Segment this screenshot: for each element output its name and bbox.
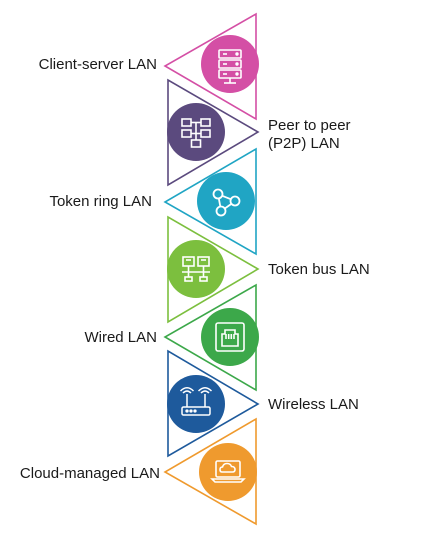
bus-topology-icon <box>182 256 210 282</box>
wifi-router-icon <box>179 387 213 416</box>
label-wireless-lan: Wireless LAN <box>268 396 359 413</box>
label-peer-to-peer-lan: Peer to peer (P2P) LAN <box>268 117 351 152</box>
server-rack-icon <box>218 49 242 84</box>
ring-topology-icon <box>212 188 241 217</box>
circle-wired <box>201 308 259 366</box>
circle-token-ring <box>197 172 255 230</box>
triangle-token-ring <box>163 147 257 256</box>
circle-client-server <box>201 35 259 93</box>
icon-circles <box>167 35 259 501</box>
icons-layer <box>179 49 246 483</box>
label-token-bus-lan: Token bus LAN <box>268 261 370 278</box>
network-nodes-icon <box>181 118 211 148</box>
label-wired-lan: Wired LAN <box>84 329 157 346</box>
ethernet-port-icon <box>215 322 245 352</box>
label-token-ring-lan: Token ring LAN <box>49 193 152 210</box>
label-cloud-managed-lan: Cloud-managed LAN <box>19 465 160 482</box>
cloud-laptop-icon <box>210 460 246 483</box>
circle-token-bus <box>167 240 225 298</box>
circle-wireless <box>167 375 225 433</box>
label-client-server-lan: Client-server LAN <box>38 56 157 73</box>
